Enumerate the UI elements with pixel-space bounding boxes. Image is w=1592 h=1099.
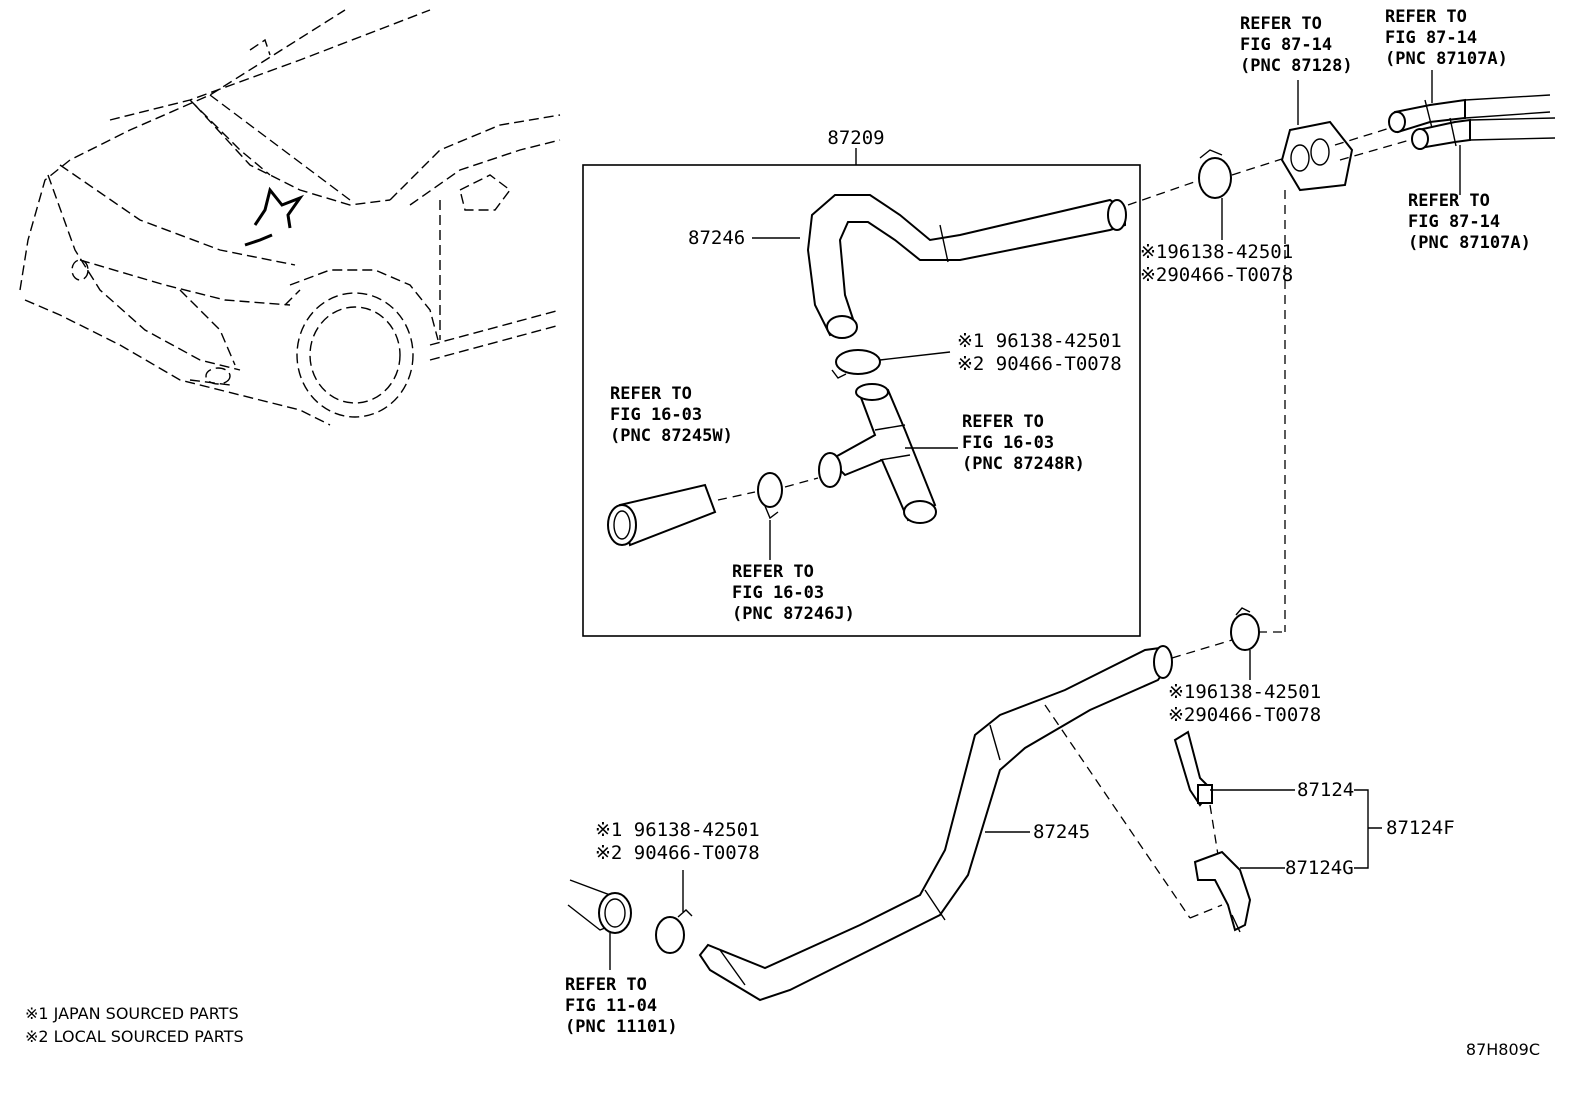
assembly-87209-box [582, 164, 1141, 637]
ref-87248R-line2: FIG 16-03 [962, 433, 1054, 453]
clamp-top-right-code-2: ※290466-T0078 [1140, 264, 1293, 286]
part-87246-label: 87246 [688, 227, 745, 249]
ref-87128-line1: REFER TO [1240, 14, 1322, 34]
assembly-87209-label: 87209 [827, 127, 884, 149]
clamp-center-code-2: ※2 90466-T0078 [957, 353, 1122, 375]
ref-11101-line1: REFER TO [565, 975, 647, 995]
dash-top-1 [1127, 179, 1201, 206]
hose-87245 [698, 645, 1173, 1002]
small-hose [607, 483, 717, 547]
clamp-mid-right [1230, 607, 1260, 651]
ref-87246J-line3: (PNC 87246J) [732, 604, 855, 624]
part-87124 [1173, 730, 1214, 807]
clamp-bottom-left-code-2: ※2 90466-T0078 [595, 842, 760, 864]
ref-87246J-line1: REFER TO [732, 562, 814, 582]
dash-top-2 [1231, 157, 1286, 176]
ref-11101-line2: FIG 11-04 [565, 996, 657, 1016]
part-87124G [1193, 850, 1252, 933]
hose-location-mark [244, 186, 305, 247]
ref-87246J-line2: FIG 16-03 [732, 583, 824, 603]
clamp-mid-right-code-1: ※196138-42501 [1168, 681, 1321, 703]
ref-87107A-top-line3: (PNC 87107A) [1385, 49, 1508, 69]
ref-87107A-top-line2: FIG 87-14 [1385, 28, 1477, 48]
ref-87248R-line1: REFER TO [962, 412, 1044, 432]
ref-87128-line3: (PNC 87128) [1240, 56, 1353, 76]
dash-87124 [1209, 804, 1219, 856]
dash-pipe-1 [1334, 127, 1391, 146]
dash-mid-1 [1171, 639, 1233, 659]
ref-87107A-side-line1: REFER TO [1408, 191, 1490, 211]
pipes-87107A [1388, 94, 1556, 150]
dash-diagonal-end [1189, 904, 1223, 919]
dash-diagonal [1044, 704, 1191, 919]
dash-clamp-small [784, 477, 819, 488]
clamp-center [831, 349, 881, 379]
t-joint [818, 383, 937, 524]
hose-87246 [806, 194, 1127, 339]
ref-87248R-line3: (PNC 87248R) [962, 454, 1085, 474]
ref-11101-line3: (PNC 11101) [565, 1017, 678, 1037]
clamp-small [757, 472, 783, 520]
dash-pipe-2 [1339, 139, 1411, 161]
bracket-87124F [1354, 789, 1382, 869]
ref-87107A-top-line1: REFER TO [1385, 7, 1467, 27]
part-87245-label: 87245 [1033, 821, 1090, 843]
part-87124F-label: 87124F [1386, 817, 1455, 839]
ref-87245W-line2: FIG 16-03 [610, 405, 702, 425]
dash-small-hose [717, 491, 756, 501]
clamp-top-right [1198, 149, 1232, 199]
diagram-code: 87H809C [1466, 1040, 1540, 1059]
ref-87107A-side-line3: (PNC 87107A) [1408, 233, 1531, 253]
pipe-11101 [567, 879, 632, 934]
clamp-bottom-left [655, 909, 693, 954]
legend-local: ※2 LOCAL SOURCED PARTS [25, 1027, 244, 1046]
leader-clamp-center [879, 351, 951, 361]
ref-87245W-line1: REFER TO [610, 384, 692, 404]
car-illustration [19, 9, 561, 426]
clamp-mid-right-code-2: ※290466-T0078 [1168, 704, 1321, 726]
part-87124-label: 87124 [1297, 779, 1354, 801]
clamp-top-right-code-1: ※196138-42501 [1140, 241, 1293, 263]
clamp-center-code-1: ※1 96138-42501 [957, 330, 1122, 352]
grommet [1280, 120, 1354, 192]
ref-87245W-line3: (PNC 87245W) [610, 426, 733, 446]
ref-87107A-side-line2: FIG 87-14 [1408, 212, 1500, 232]
part-87124G-label: 87124G [1285, 857, 1354, 879]
clamp-bottom-left-code-1: ※1 96138-42501 [595, 819, 760, 841]
legend-japan: ※1 JAPAN SOURCED PARTS [25, 1004, 239, 1023]
ref-87128-line2: FIG 87-14 [1240, 35, 1332, 55]
